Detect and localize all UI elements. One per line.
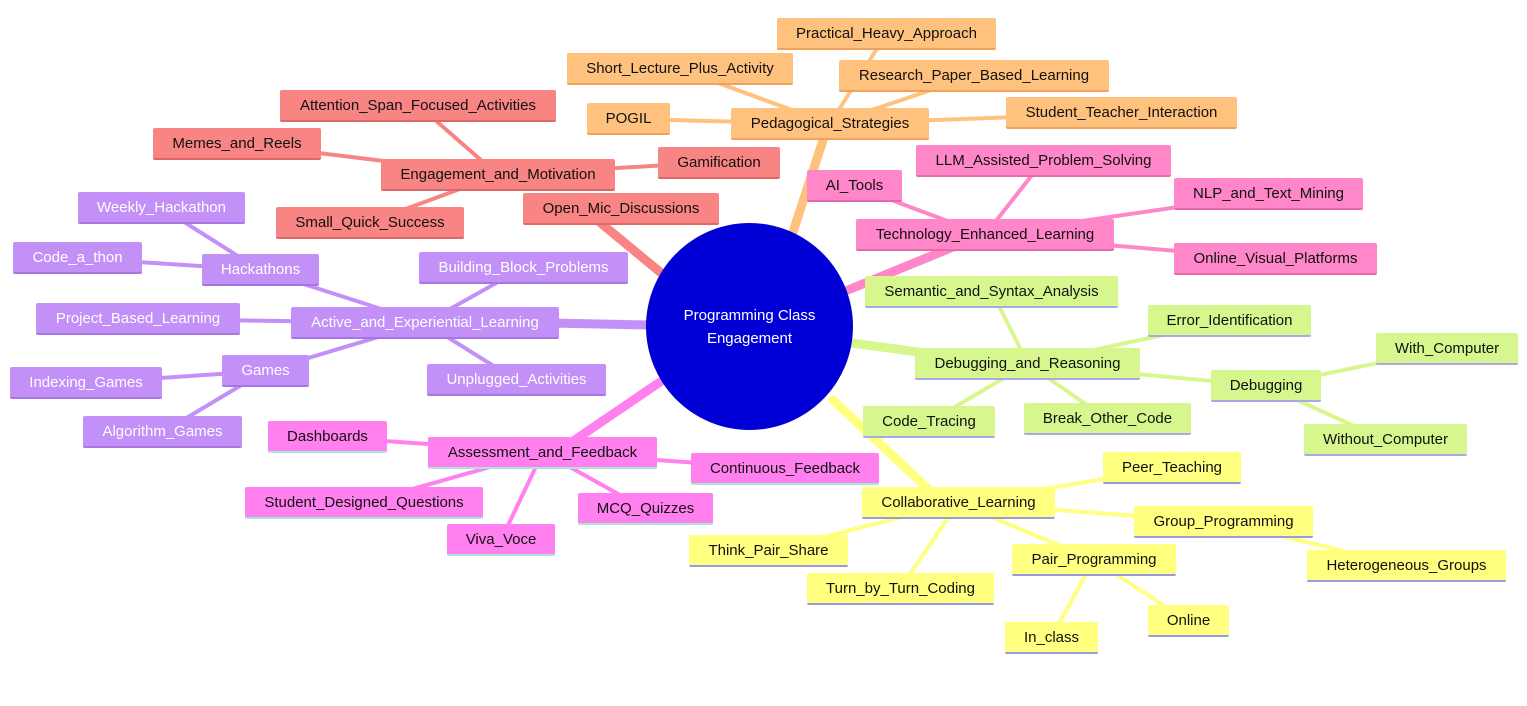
node-project-based-learning[interactable]: Project_Based_Learning — [36, 303, 240, 335]
branch-line-collaborative — [828, 395, 945, 505]
node-online[interactable]: Online — [1148, 605, 1229, 637]
node-turn-by-turn-coding[interactable]: Turn_by_Turn_Coding — [807, 573, 994, 605]
node-break-other-code[interactable]: Break_Other_Code — [1024, 403, 1191, 435]
node-error-identification[interactable]: Error_Identification — [1148, 305, 1311, 337]
node-weekly-hackathon[interactable]: Weekly_Hackathon — [78, 192, 245, 224]
node-gamification[interactable]: Gamification — [658, 147, 780, 179]
node-heterogeneous-groups[interactable]: Heterogeneous_Groups — [1307, 550, 1506, 582]
node-student-teacher-interaction[interactable]: Student_Teacher_Interaction — [1006, 97, 1237, 129]
node-hackathons[interactable]: Hackathons — [202, 254, 319, 286]
node-unplugged-activities[interactable]: Unplugged_Activities — [427, 364, 606, 396]
node-memes-and-reels[interactable]: Memes_and_Reels — [153, 128, 321, 160]
node-ai-tools[interactable]: AI_Tools — [807, 170, 902, 202]
node-in-class[interactable]: In_class — [1005, 622, 1098, 654]
node-indexing-games[interactable]: Indexing_Games — [10, 367, 162, 399]
node-pogil[interactable]: POGIL — [587, 103, 670, 135]
node-with-computer[interactable]: With_Computer — [1376, 333, 1518, 365]
node-active-and-experiential-learning[interactable]: Active_and_Experiential_Learning — [291, 307, 559, 339]
node-pedagogical-strategies[interactable]: Pedagogical_Strategies — [731, 108, 929, 140]
node-online-visual-platforms[interactable]: Online_Visual_Platforms — [1174, 243, 1377, 275]
node-nlp-and-text-mining[interactable]: NLP_and_Text_Mining — [1174, 178, 1363, 210]
root-label-line1: Programming Class — [683, 306, 816, 324]
node-debugging[interactable]: Debugging — [1211, 370, 1321, 402]
node-building-block-problems[interactable]: Building_Block_Problems — [419, 252, 628, 284]
node-without-computer[interactable]: Without_Computer — [1304, 424, 1467, 456]
node-student-designed-questions[interactable]: Student_Designed_Questions — [245, 487, 483, 519]
branch-line-active — [545, 318, 653, 330]
node-viva-voce[interactable]: Viva_Voce — [447, 524, 555, 556]
root-label-line2: Engagement — [706, 329, 793, 347]
node-think-pair-share[interactable]: Think_Pair_Share — [689, 535, 848, 567]
node-mcq-quizzes[interactable]: MCQ_Quizzes — [578, 493, 713, 525]
node-engagement-and-motivation[interactable]: Engagement_and_Motivation — [381, 159, 615, 191]
node-group-programming[interactable]: Group_Programming — [1134, 506, 1313, 538]
node-technology-enhanced-learning[interactable]: Technology_Enhanced_Learning — [856, 219, 1114, 251]
node-llm-assisted-problem-solving[interactable]: LLM_Assisted_Problem_Solving — [916, 145, 1171, 177]
root-node-text: Programming Class Engagement — [684, 304, 816, 350]
node-continuous-feedback[interactable]: Continuous_Feedback — [691, 453, 879, 485]
node-pair-programming[interactable]: Pair_Programming — [1012, 544, 1176, 576]
node-research-paper-based-learning[interactable]: Research_Paper_Based_Learning — [839, 60, 1109, 92]
node-debugging-and-reasoning[interactable]: Debugging_and_Reasoning — [915, 348, 1140, 380]
node-peer-teaching[interactable]: Peer_Teaching — [1103, 452, 1241, 484]
node-open-mic-discussions[interactable]: Open_Mic_Discussions — [523, 193, 719, 225]
node-games[interactable]: Games — [222, 355, 309, 387]
node-dashboards[interactable]: Dashboards — [268, 421, 387, 453]
node-code-a-thon[interactable]: Code_a_thon — [13, 242, 142, 274]
node-semantic-and-syntax-analysis[interactable]: Semantic_and_Syntax_Analysis — [865, 276, 1118, 308]
node-algorithm-games[interactable]: Algorithm_Games — [83, 416, 242, 448]
node-small-quick-success[interactable]: Small_Quick_Success — [276, 207, 464, 239]
node-code-tracing[interactable]: Code_Tracing — [863, 406, 995, 438]
node-attention-span-focused-activities[interactable]: Attention_Span_Focused_Activities — [280, 90, 556, 122]
node-collaborative-learning[interactable]: Collaborative_Learning — [862, 487, 1055, 519]
node-practical-heavy-approach[interactable]: Practical_Heavy_Approach — [777, 18, 996, 50]
node-assessment-and-feedback[interactable]: Assessment_and_Feedback — [428, 437, 657, 469]
node-short-lecture-plus-activity[interactable]: Short_Lecture_Plus_Activity — [567, 53, 793, 85]
root-node[interactable]: Programming Class Engagement — [646, 223, 853, 430]
